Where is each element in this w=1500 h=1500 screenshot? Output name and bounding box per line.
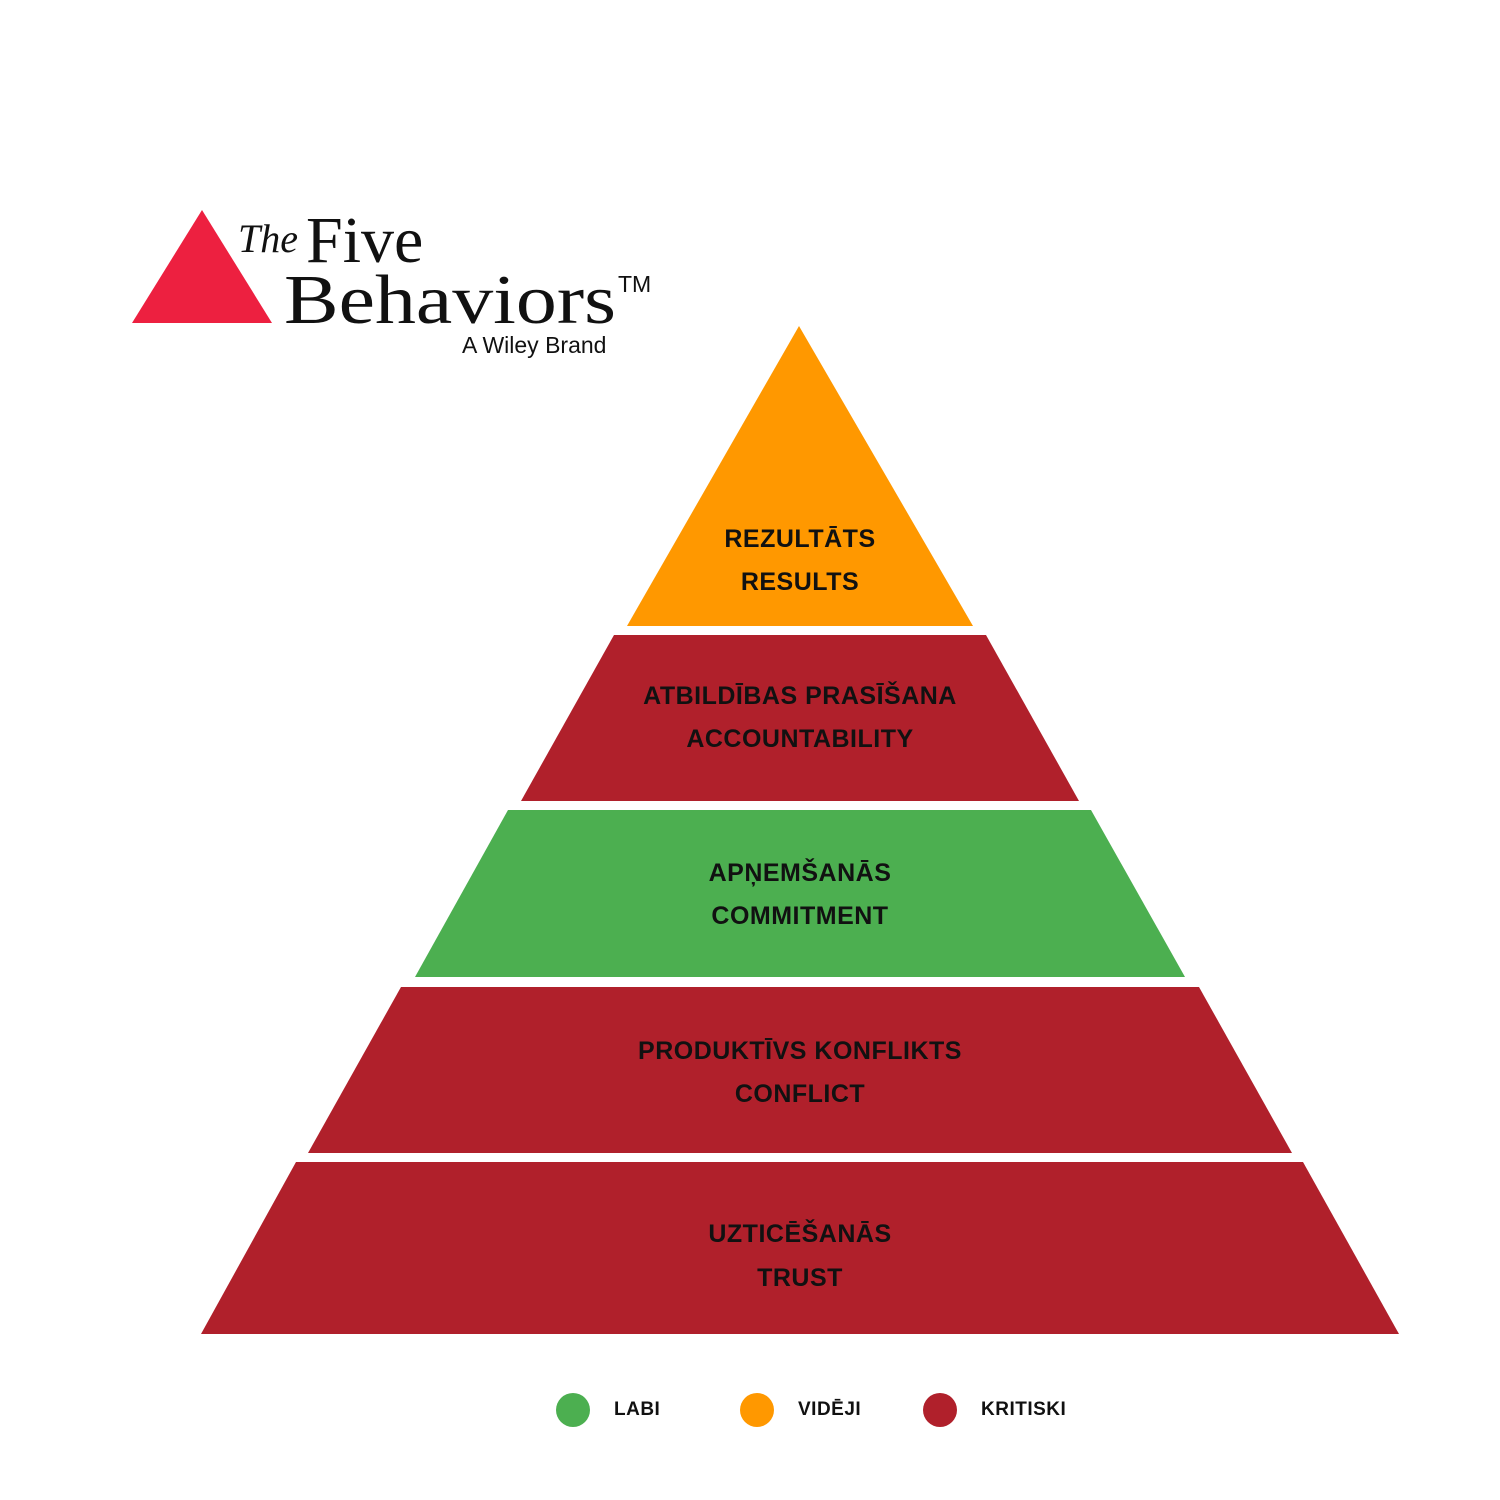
tier-commitment-en: COMMITMENT — [711, 902, 888, 930]
tier-accountability-lv: ATBILDĪBAS PRASĪŠANA — [643, 680, 957, 710]
tier-accountability — [521, 635, 1079, 801]
legend-item-videji: VIDĒJI — [740, 1393, 861, 1427]
legend-label: KRITISKI — [981, 1399, 1067, 1420]
tier-commitment-lv: APŅEMŠANĀS — [709, 857, 892, 887]
legend-dot-icon — [556, 1393, 590, 1427]
tier-trust-en: TRUST — [757, 1264, 843, 1292]
tier-conflict-en: CONFLICT — [735, 1080, 865, 1108]
tier-commitment — [415, 810, 1185, 977]
tier-results-en: RESULTS — [741, 568, 859, 596]
tier-conflict-lv: PRODUKTĪVS KONFLIKTS — [638, 1037, 962, 1065]
tier-results-lv: REZULTĀTS — [724, 525, 875, 553]
logo-five: Five — [306, 204, 423, 277]
logo-tm: TM — [618, 271, 651, 297]
legend-dot-icon — [740, 1393, 774, 1427]
tier-trust-lv: UZTICĒŠANĀS — [708, 1218, 891, 1248]
tier-results — [627, 326, 973, 626]
legend-label: LABI — [614, 1399, 661, 1420]
logo-brand: A Wiley Brand — [462, 332, 606, 358]
tier-accountability-en: ACCOUNTABILITY — [686, 725, 913, 753]
legend-item-labi: LABI — [556, 1393, 660, 1427]
legend-label: VIDĒJI — [798, 1399, 862, 1420]
legend-dot-icon — [923, 1393, 957, 1427]
logo-triangle-icon — [132, 210, 272, 323]
logo-the: The — [238, 216, 298, 261]
logo: The Five Behaviors TM A Wiley Brand — [132, 204, 651, 358]
legend-item-kritiski: KRITISKI — [923, 1393, 1066, 1427]
logo-behaviors: Behaviors — [284, 262, 616, 339]
tier-conflict — [308, 987, 1292, 1153]
tier-trust — [201, 1162, 1399, 1334]
